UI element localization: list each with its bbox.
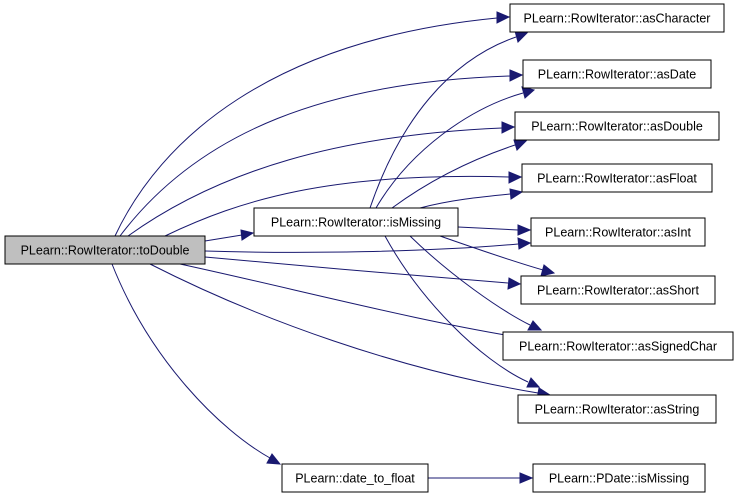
edge-ismissing-asint (457, 224, 532, 236)
node-todouble-label: PLearn::RowIterator::toDouble (21, 244, 190, 258)
edge-todouble-asint (204, 237, 532, 253)
node-datetofloat-label: PLearn::date_to_float (295, 472, 415, 486)
edge-datetofloat-pdateismissing (428, 472, 534, 484)
node-ismissing-label: PLearn::RowIterator::isMissing (271, 216, 441, 230)
node-asdouble-label: PLearn::RowIterator::asDouble (531, 120, 703, 134)
node-ascharacter[interactable]: PLearn::RowIterator::asCharacter (509, 3, 725, 33)
edge-ismissing-assignedchar (409, 235, 543, 331)
edge-ismissing-asdate (375, 86, 536, 209)
edge-todouble-datetofloat (111, 263, 282, 465)
edge-todouble-asstring (149, 263, 552, 400)
edge-ismissing-asfloat (419, 188, 524, 209)
edge-todouble-ascharacter (114, 11, 511, 237)
node-asfloat[interactable]: PLearn::RowIterator::asFloat (521, 163, 713, 193)
node-pdate-ismissing-label: PLearn::PDate::isMissing (549, 472, 689, 486)
node-ascharacter-label: PLearn::RowIterator::asCharacter (524, 12, 711, 26)
node-asshort[interactable]: PLearn::RowIterator::asShort (520, 275, 716, 305)
edge-todouble-assignedchar (179, 263, 544, 346)
node-asint-label: PLearn::RowIterator::asInt (545, 226, 691, 240)
node-asdouble[interactable]: PLearn::RowIterator::asDouble (514, 111, 720, 141)
edge-todouble-asdouble (127, 121, 516, 237)
node-asstring-label: PLearn::RowIterator::asString (535, 403, 700, 417)
edge-todouble-asfloat (164, 171, 523, 237)
node-asfloat-label: PLearn::RowIterator::asFloat (537, 172, 697, 186)
node-asdate[interactable]: PLearn::RowIterator::asDate (522, 59, 712, 89)
edge-todouble-asshort (204, 256, 522, 290)
node-asint[interactable]: PLearn::RowIterator::asInt (530, 217, 706, 247)
node-datetofloat[interactable]: PLearn::date_to_float (281, 463, 429, 493)
node-asdate-label: PLearn::RowIterator::asDate (538, 68, 696, 82)
edge-todouble-ismissing (204, 229, 255, 242)
node-asstring[interactable]: PLearn::RowIterator::asString (517, 394, 717, 424)
edge-todouble-asdate (119, 69, 524, 237)
edge-ismissing-asstring (384, 235, 541, 388)
node-todouble[interactable]: PLearn::RowIterator::toDouble (4, 235, 206, 265)
node-assignedchar-label: PLearn::RowIterator::asSignedChar (519, 340, 717, 354)
node-assignedchar[interactable]: PLearn::RowIterator::asSignedChar (502, 331, 734, 361)
edge-ismissing-asshort (439, 235, 556, 277)
node-pdate-ismissing[interactable]: PLearn::PDate::isMissing (532, 463, 706, 493)
nodes: PLearn::RowIterator::toDouble PLearn::Ro… (4, 3, 734, 493)
edge-ismissing-asdouble (391, 139, 528, 209)
node-asshort-label: PLearn::RowIterator::asShort (537, 284, 699, 298)
node-ismissing[interactable]: PLearn::RowIterator::isMissing (253, 207, 459, 237)
